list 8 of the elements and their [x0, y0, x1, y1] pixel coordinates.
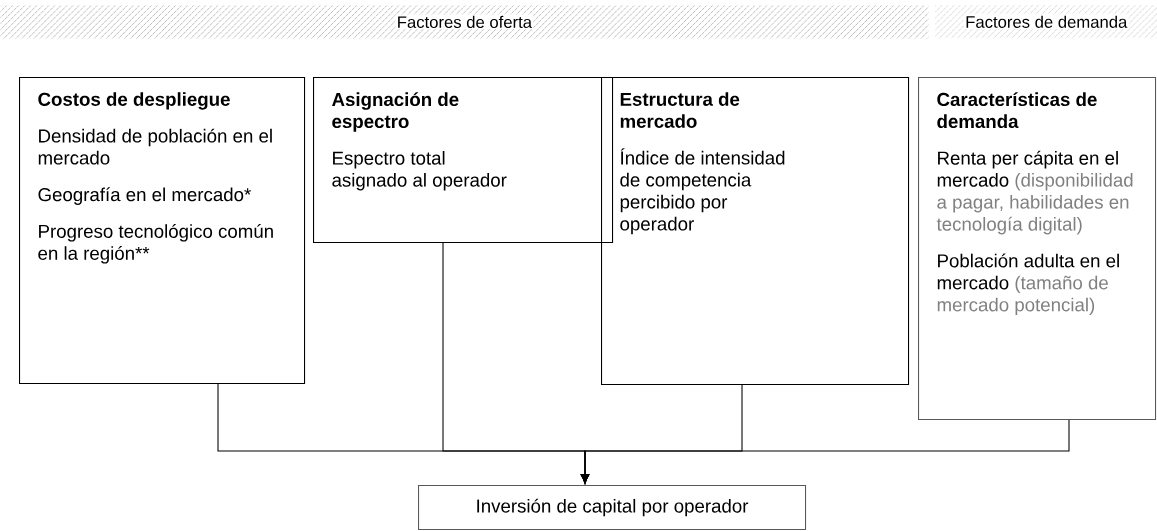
factor-box: Costos de despliegue Densidad de población en el mercado Geografía en el mercado* Progreso tecnológico común en la región**: [19, 77, 306, 385]
header-band: Factores de oferta: [395, 14, 534, 30]
header-band: Factores de demanda: [963, 14, 1129, 30]
connector-arrow: [580, 419, 1070, 484]
factor-box: Características de demanda Renta per cápita en el mercado (disponibilidad a pagar, habilidades en tecnología digital) Población adulta en el mercado (tamaño de mercado potencial): [918, 77, 1157, 421]
result-box: Inversión de capital por operador: [418, 485, 807, 531]
factor-box: Asignación de espectro Espectro total asignado al operador: [313, 77, 614, 244]
factor-box: Estructura de mercado Índice de intensidad de competencia percibido por operador: [601, 77, 910, 386]
